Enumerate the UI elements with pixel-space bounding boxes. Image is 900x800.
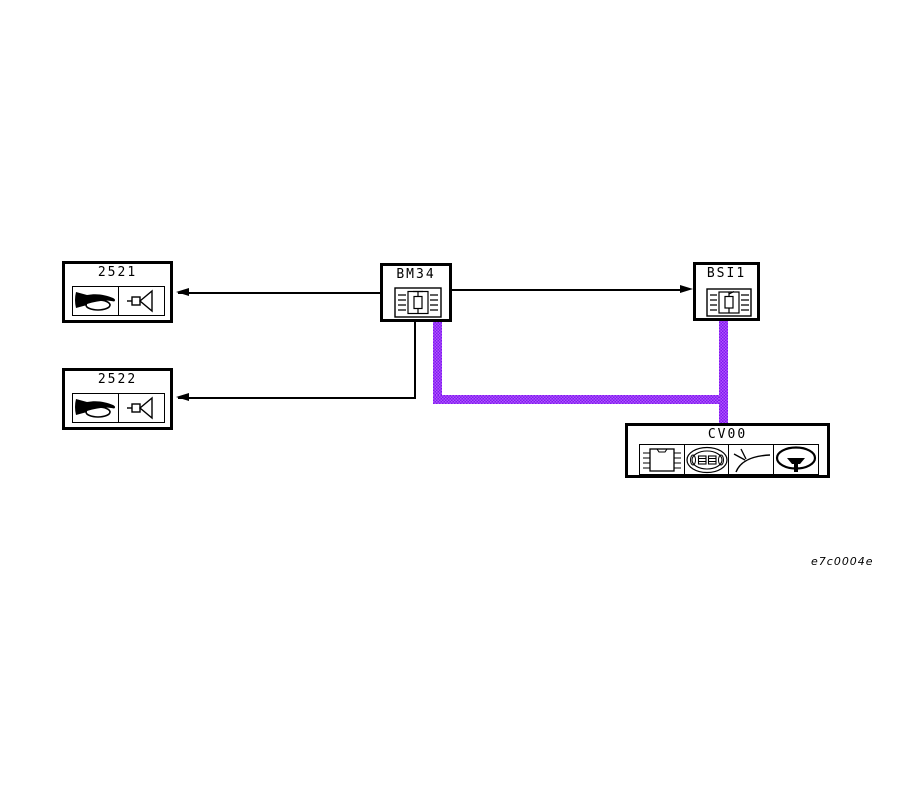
stalk-switch-icon <box>728 444 774 475</box>
arrowhead-into-2522 <box>176 393 189 401</box>
component-horn-2521[interactable]: 2521 <box>62 261 173 323</box>
arrowhead-into-bsi1 <box>680 285 693 293</box>
component-label: 2521 <box>97 265 138 280</box>
highlight-wire-horizontal <box>433 395 728 404</box>
horn-icon <box>72 393 119 423</box>
wire-to-2522 <box>178 397 416 399</box>
component-label: CV00 <box>707 427 748 442</box>
component-label: BM34 <box>396 267 436 282</box>
highlight-wire-bm34-vertical <box>433 322 442 403</box>
component-fusebox-bm34[interactable]: BM34 <box>380 263 452 322</box>
ecu-chip-icon <box>639 444 685 475</box>
component-horn-2522[interactable]: 2522 <box>62 368 173 430</box>
fuse-carrier-icon <box>394 287 442 318</box>
arrowhead-into-2521 <box>176 288 189 296</box>
component-steering-column-cv00[interactable]: CV00 <box>625 423 830 478</box>
wire-bm34-down <box>414 322 416 399</box>
component-bsi1[interactable]: BSI1 <box>693 262 760 321</box>
wire-bm34-to-bsi1 <box>452 289 682 291</box>
component-label: BSI1 <box>706 266 747 281</box>
horn-icon <box>72 286 119 316</box>
wire-bm34-to-2521 <box>178 292 380 294</box>
highlight-wire-bsi1-to-cv00 <box>719 320 728 423</box>
plot-code: e7c0004e <box>811 555 874 568</box>
clock-spring-icon <box>683 444 730 475</box>
speaker-icon <box>117 393 165 423</box>
speaker-icon <box>117 286 165 316</box>
fuse-carrier-icon <box>706 288 752 317</box>
component-label: 2522 <box>97 372 138 387</box>
steering-wheel-icon <box>772 444 819 475</box>
